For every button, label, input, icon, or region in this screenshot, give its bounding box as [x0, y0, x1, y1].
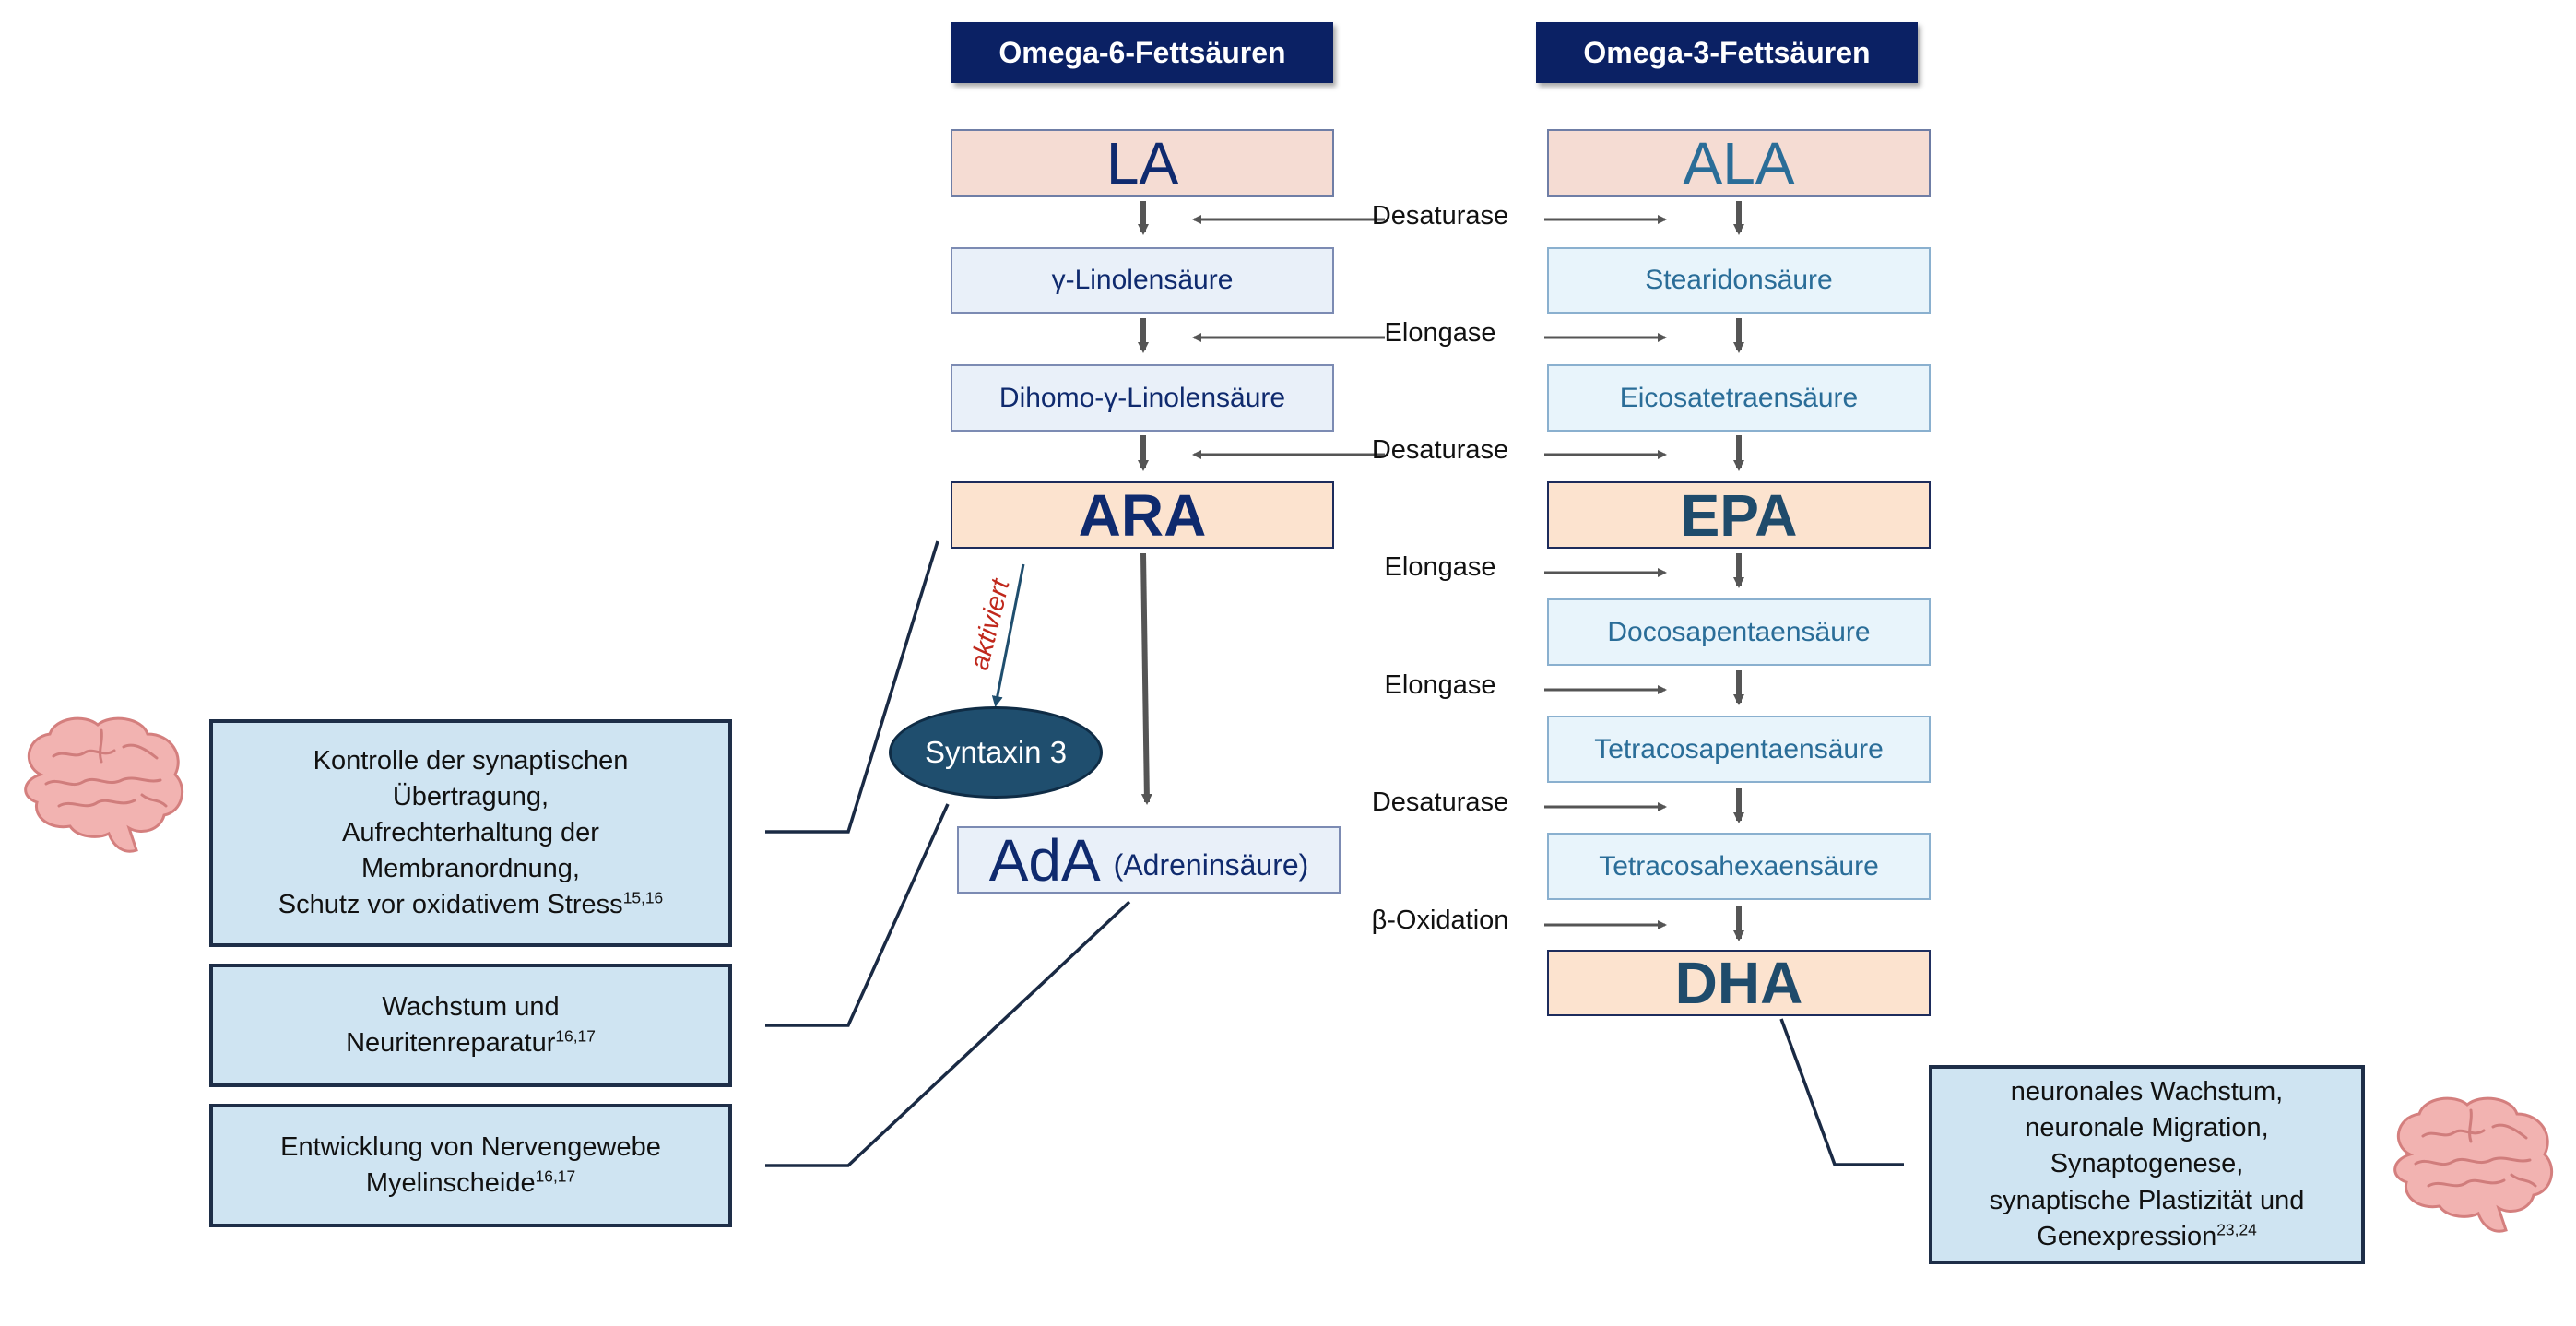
- ada-full-name: (Adreninsäure): [1113, 848, 1309, 882]
- dha-effect-line-4: synaptische Plastizität und: [1989, 1185, 2305, 1215]
- ara-effect-line-5: Schutz vor oxidativem Stress: [278, 890, 623, 920]
- ara-effect-refs: 15,16: [622, 888, 664, 907]
- ada-effect-line-2: Myelinscheide: [365, 1168, 536, 1198]
- dha-effect-box: neuronales Wachstum, neuronale Migration…: [1929, 1065, 2365, 1264]
- ara-effect-box: Kontrolle der synaptischen Übertragung, …: [209, 719, 732, 947]
- ada-box: AdA (Adreninsäure): [957, 826, 1341, 894]
- dha-effect-line-5: Genexpression: [2037, 1221, 2217, 1251]
- omega6-header: Omega-6-Fettsäuren: [951, 22, 1333, 83]
- enzyme-label-elongase-3: Elongase: [1384, 670, 1496, 700]
- enzyme-label-elongase-1: Elongase: [1384, 318, 1496, 348]
- ala-box: ALA: [1547, 129, 1931, 197]
- syntaxin-effect-line-1: Wachstum und: [382, 991, 560, 1022]
- ada-effect-box: Entwicklung von Nervengewebe Myelinschei…: [209, 1104, 732, 1227]
- syntaxin-effect-line-2: Neuritenreparatur: [346, 1028, 556, 1058]
- enzyme-label-desaturase-3: Desaturase: [1371, 787, 1509, 817]
- ada-effect-refs: 16,17: [535, 1166, 576, 1186]
- ara-effect-line-3: Aufrechterhaltung der: [342, 817, 599, 847]
- la-box: LA: [951, 129, 1334, 197]
- ara-box: ARA: [951, 481, 1334, 549]
- ara-effect-line-1: Kontrolle der synaptischen: [313, 745, 629, 775]
- syntaxin-3-node: Syntaxin 3: [889, 706, 1103, 799]
- ara-effect-line-4: Membranordnung,: [361, 854, 580, 884]
- enzyme-horizontal-arrows: [1192, 215, 1667, 929]
- effect-leader-lines: [765, 540, 1904, 1167]
- omega3-header: Omega-3-Fettsäuren: [1536, 22, 1918, 83]
- eicosatetraenoic-acid-box: Eicosatetraensäure: [1547, 364, 1931, 432]
- dha-effect-line-2: neuronale Migration,: [2025, 1113, 2269, 1143]
- ada-label: AdA: [988, 826, 1101, 894]
- brain-icon-left: [24, 716, 184, 853]
- tetracosahexaenoic-acid-box: Tetracosahexaensäure: [1547, 833, 1931, 900]
- ada-effect-line-1: Entwicklung von Nervengewebe: [280, 1131, 661, 1162]
- syntaxin-effect-box: Wachstum und Neuritenreparatur16,17: [209, 964, 732, 1087]
- dha-box: DHA: [1547, 950, 1931, 1016]
- dha-effect-refs: 23,24: [2216, 1220, 2257, 1239]
- dha-effect-line-1: neuronales Wachstum,: [2010, 1077, 2284, 1107]
- omega6-vertical-arrows: [1138, 201, 1152, 805]
- activation-arrow: [991, 563, 1025, 707]
- enzyme-label-beta-oxidation: β-Oxidation: [1371, 906, 1509, 935]
- syntaxin-effect-refs: 16,17: [555, 1026, 596, 1046]
- dihomo-gamma-linolenic-acid-box: Dihomo-γ-Linolensäure: [951, 364, 1334, 432]
- ara-effect-line-2: Übertragung,: [392, 781, 549, 811]
- enzyme-label-desaturase-1: Desaturase: [1371, 201, 1509, 231]
- tetracosapentaenoic-acid-box: Tetracosapentaensäure: [1547, 716, 1931, 783]
- gamma-linolenic-acid-box: γ-Linolensäure: [951, 247, 1334, 314]
- docosapentaenoic-acid-box: Docosapentaensäure: [1547, 598, 1931, 666]
- enzyme-label-desaturase-2: Desaturase: [1371, 435, 1509, 465]
- brain-icon-right: [2393, 1096, 2554, 1233]
- stearidonic-acid-box: Stearidonsäure: [1547, 247, 1931, 314]
- enzyme-label-elongase-2: Elongase: [1384, 552, 1496, 582]
- epa-box: EPA: [1547, 481, 1931, 549]
- dha-effect-line-3: Synaptogenese,: [2050, 1149, 2244, 1179]
